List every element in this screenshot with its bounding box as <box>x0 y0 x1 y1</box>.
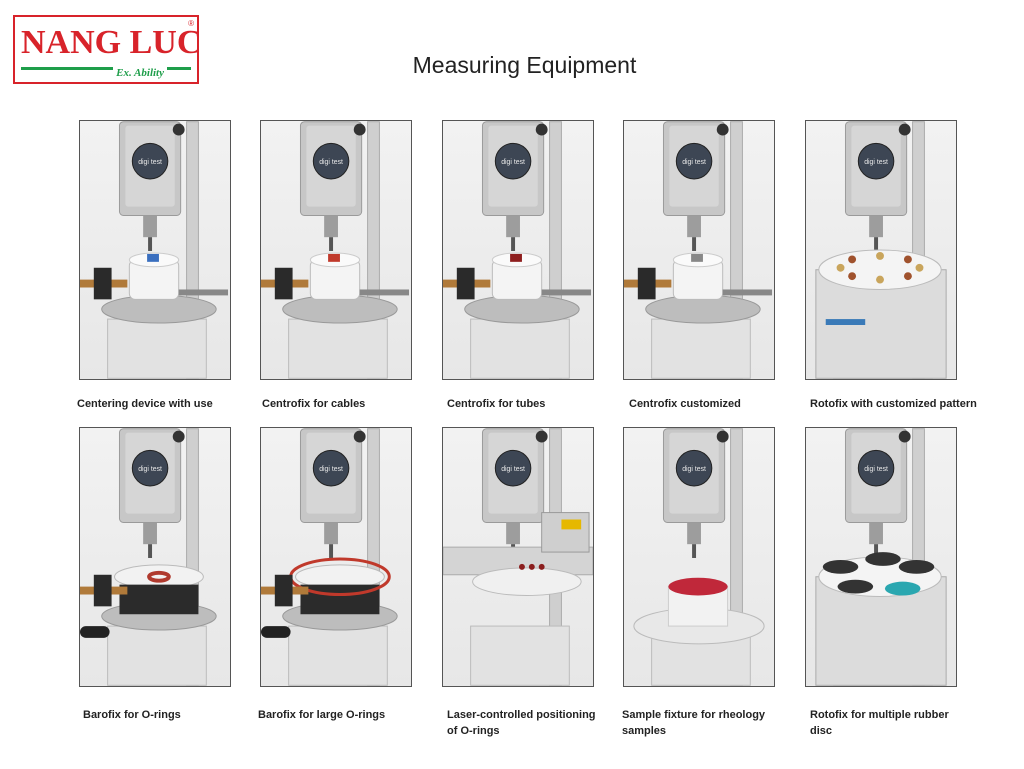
gauge-head: digi test <box>118 121 185 251</box>
gauge-brand-label: digi test <box>864 466 888 473</box>
fixture-illustration: digi test <box>261 121 410 379</box>
gauge-brand-label: digi test <box>319 466 343 473</box>
equipment-photo-cables: digi test <box>260 120 412 380</box>
gauge-brand-label: digi test <box>864 159 888 166</box>
equipment-caption: Centrofix customized <box>629 398 741 410</box>
fixture-illustration: digi test <box>815 121 947 379</box>
fixture-illustration: digi test <box>624 121 773 379</box>
gauge-brand-label: digi test <box>501 159 525 166</box>
gauge-brand-label: digi test <box>138 466 162 473</box>
equipment-caption: Centering device with use <box>77 398 213 410</box>
logo-underline <box>21 67 191 70</box>
gauge-brand-label: digi test <box>682 159 706 166</box>
gauge-head: digi test <box>844 428 911 558</box>
fixture-illustration: digi test <box>80 121 229 379</box>
gauge-brand-label: digi test <box>682 466 706 473</box>
equipment-photo-rotofix: digi test <box>805 120 957 380</box>
gauge-head: digi test <box>299 428 366 558</box>
fixture-illustration: digi test <box>443 428 593 686</box>
equipment-caption: Barofix for large O-rings <box>258 709 386 721</box>
brand-logo: NANG LUC ® Ex. Ability <box>13 15 202 84</box>
equipment-photo-custom: digi test <box>623 120 775 380</box>
equipment-caption: Centrofix for cables <box>262 398 366 410</box>
gauge-brand-label: digi test <box>138 159 162 166</box>
gauge-head: digi test <box>118 428 185 558</box>
gauge-head: digi test <box>481 121 548 251</box>
logo-brand-text: NANG LUC <box>21 24 202 61</box>
equipment-photo-centering: digi test <box>79 120 231 380</box>
fixture-illustration: digi test <box>633 428 765 686</box>
equipment-photo-multi-disc: digi test <box>805 427 957 687</box>
equipment-photo-barofix-large: digi test <box>260 427 412 687</box>
gauge-head: digi test <box>299 121 366 251</box>
logo-registered-mark: ® <box>188 19 194 28</box>
gauge-brand-label: digi test <box>319 159 343 166</box>
equipment-caption: Sample fixture for rheology samples <box>622 709 766 737</box>
gauge-head: digi test <box>662 428 729 558</box>
fixture-illustration: digi test <box>80 428 217 686</box>
gauge-brand-label: digi test <box>501 466 525 473</box>
equipment-caption: Centrofix for tubes <box>447 398 546 410</box>
equipment-photo-laser: digi test <box>442 427 594 687</box>
fixture-illustration: digi test <box>815 428 947 686</box>
equipment-photo-rheology: digi test <box>623 427 775 687</box>
gauge-head: digi test <box>844 121 911 251</box>
page-title: Measuring Equipment <box>412 52 637 78</box>
fixture-illustration: digi test <box>443 121 592 379</box>
equipment-caption: Laser-controlled positioning of O-rings <box>447 709 596 737</box>
equipment-caption: Rotofix for multiple rubber disc <box>810 709 949 737</box>
equipment-caption: Rotofix with customized pattern <box>810 398 977 410</box>
equipment-caption: Barofix for O-rings <box>83 709 181 721</box>
fixture-illustration: digi test <box>261 428 398 686</box>
equipment-photo-barofix: digi test <box>79 427 231 687</box>
gauge-head: digi test <box>662 121 729 251</box>
equipment-photo-tubes: digi test <box>442 120 594 380</box>
gauge-head: digi test <box>481 428 548 558</box>
logo-tagline: Ex. Ability <box>113 67 167 79</box>
